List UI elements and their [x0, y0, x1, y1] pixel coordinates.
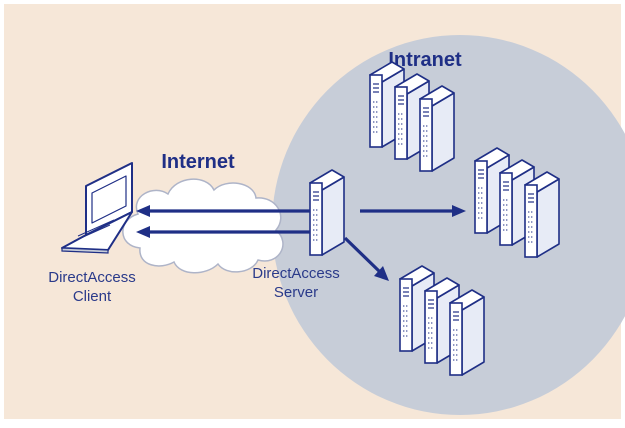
intranet-zone: [272, 35, 625, 415]
internet-label: Internet: [161, 151, 235, 173]
intranet-label: Intranet: [388, 49, 462, 71]
server-icon: [309, 169, 345, 256]
server-label-line2: Server: [274, 284, 318, 301]
client-label-line1: DirectAccess: [48, 269, 136, 286]
server-label-line1: DirectAccess: [252, 265, 340, 282]
laptop-icon: [61, 162, 133, 254]
client-label-line2: Client: [73, 288, 112, 305]
cloud-icon: [122, 178, 284, 274]
arrow-to-server-rack-middle: [360, 205, 466, 217]
tunnel-arrow-lower: [136, 226, 312, 238]
tunnel-arrow-upper: [136, 205, 312, 217]
arrow-to-server-rack-bottom: [343, 236, 389, 281]
